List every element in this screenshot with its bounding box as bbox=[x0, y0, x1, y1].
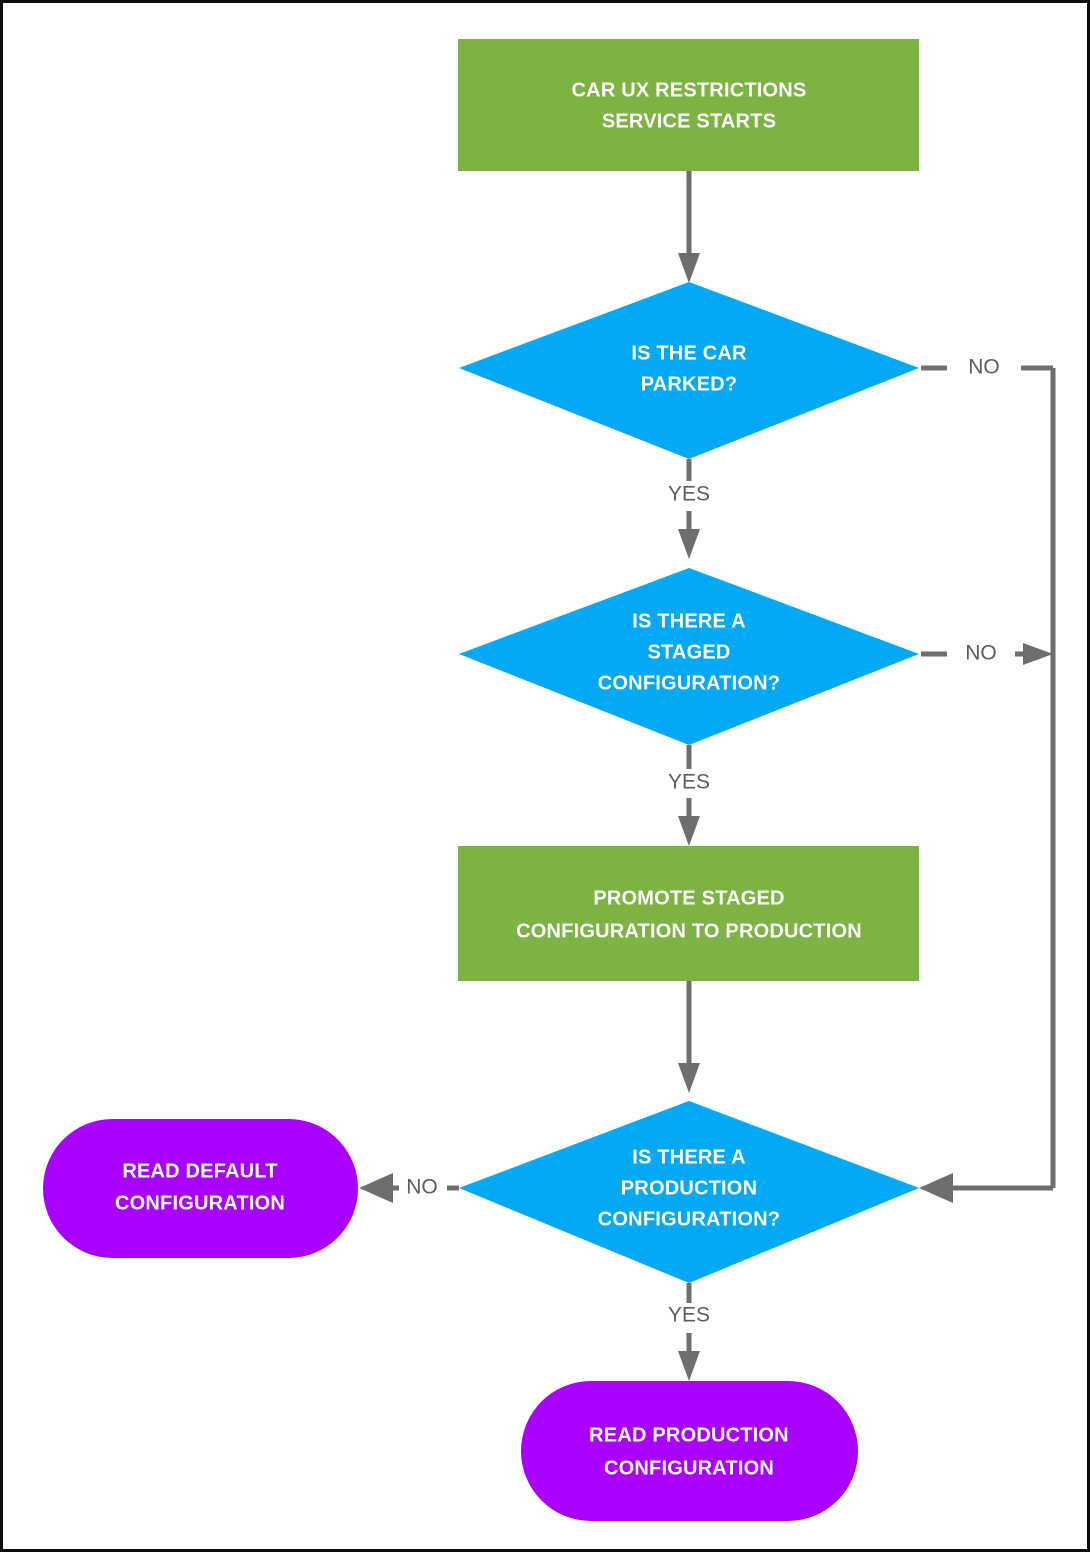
node-read-default[interactable]: READ DEFAULT CONFIGURATION bbox=[43, 1119, 358, 1258]
edge-start-to-parked bbox=[678, 171, 700, 283]
node-read-default-line-2: CONFIGURATION bbox=[115, 1192, 285, 1214]
node-promote-staged-line-1: PROMOTE STAGED bbox=[593, 887, 784, 909]
node-is-production-config-line-2: PRODUCTION bbox=[621, 1177, 757, 1199]
edge-promote-to-production-check bbox=[678, 981, 700, 1093]
node-read-production-line-1: READ PRODUCTION bbox=[589, 1424, 789, 1446]
edge-label-staged-yes: YES bbox=[668, 771, 710, 794]
edge-label-production-no: NO bbox=[406, 1176, 438, 1199]
node-is-car-parked-line-1: IS THE CAR bbox=[631, 342, 747, 364]
node-start-line-1: CAR UX RESTRICTIONS bbox=[572, 79, 807, 101]
node-promote-staged[interactable]: PROMOTE STAGED CONFIGURATION TO PRODUCTI… bbox=[458, 846, 919, 981]
node-read-production[interactable]: READ PRODUCTION CONFIGURATION bbox=[521, 1381, 858, 1521]
node-promote-staged-line-2: CONFIGURATION TO PRODUCTION bbox=[516, 920, 862, 942]
flowchart-diagram: YES NO NO YES bbox=[43, 39, 1056, 1521]
node-is-production-config-line-1: IS THERE A bbox=[632, 1146, 746, 1168]
edge-production-yes: YES bbox=[668, 1283, 710, 1381]
node-start-line-2: SERVICE STARTS bbox=[602, 110, 776, 132]
edge-label-parked-no: NO bbox=[968, 356, 1000, 379]
node-is-staged-config-line-2: STAGED bbox=[647, 641, 730, 663]
node-read-production-line-2: CONFIGURATION bbox=[604, 1457, 774, 1479]
edge-staged-yes: YES bbox=[668, 745, 710, 846]
edge-staged-no: NO bbox=[921, 642, 1053, 665]
node-is-production-config-line-3: CONFIGURATION? bbox=[598, 1208, 780, 1230]
node-is-production-config[interactable]: IS THERE A PRODUCTION CONFIGURATION? bbox=[459, 1101, 919, 1283]
node-is-car-parked-line-2: PARKED? bbox=[641, 373, 738, 395]
edge-rail-to-production-check bbox=[919, 654, 1056, 1203]
node-read-default-line-1: READ DEFAULT bbox=[122, 1160, 277, 1182]
node-is-staged-config-line-3: CONFIGURATION? bbox=[598, 672, 780, 694]
edge-parked-no: NO bbox=[921, 356, 1056, 654]
node-is-car-parked[interactable]: IS THE CAR PARKED? bbox=[459, 282, 919, 459]
node-start[interactable]: CAR UX RESTRICTIONS SERVICE STARTS bbox=[458, 39, 919, 171]
node-is-staged-config-line-1: IS THERE A bbox=[632, 610, 746, 632]
edge-label-staged-no: NO bbox=[965, 642, 997, 665]
edge-production-no: NO bbox=[359, 1173, 459, 1203]
edge-label-parked-yes: YES bbox=[668, 483, 710, 506]
edge-label-production-yes: YES bbox=[668, 1304, 710, 1327]
node-is-staged-config[interactable]: IS THERE A STAGED CONFIGURATION? bbox=[459, 568, 919, 745]
edge-parked-yes: YES bbox=[668, 459, 710, 559]
